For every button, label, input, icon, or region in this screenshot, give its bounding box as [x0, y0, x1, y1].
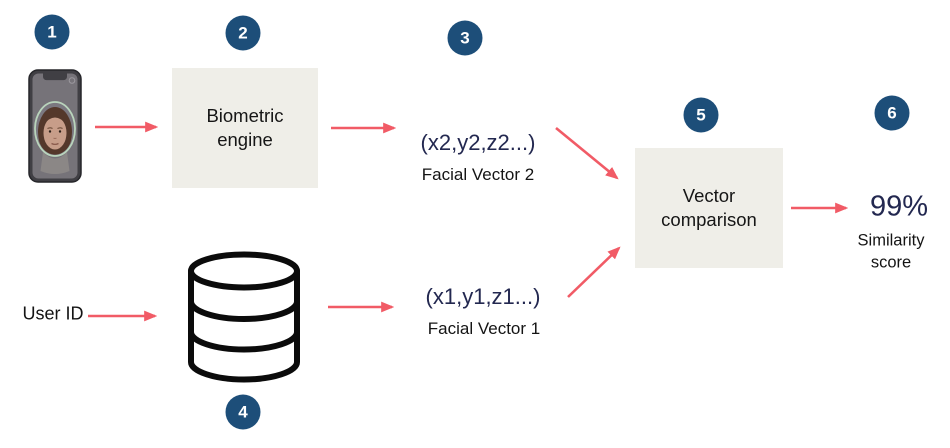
database-icon [183, 249, 305, 386]
facial-vector-2-value: (x2,y2,z2...) [420, 130, 536, 155]
facial-vector-1-label: Facial Vector 1 [427, 319, 541, 338]
facial-vector-1-value: (x1,y1,z1...) [425, 284, 541, 309]
vector-comparison-node: Vector comparison [635, 148, 783, 268]
phone-face-scan-icon [28, 69, 82, 183]
step-badge-2: 2 [225, 15, 261, 51]
step-badge-3: 3 [447, 20, 483, 56]
user-id-label: User ID [22, 303, 84, 324]
step-badge-5: 5 [683, 97, 719, 133]
facial-vector-2-label: Facial Vector 2 [421, 165, 535, 184]
similarity-score-value: 99% [869, 190, 929, 223]
arrow-vector2-to-comparison [555, 126, 619, 180]
arrow-vector1-to-comparison [567, 246, 621, 298]
biometric-engine-node: Biometric engine [172, 68, 318, 188]
biometric-engine-label: Biometric engine [206, 104, 284, 150]
step-badge-4: 4 [225, 394, 261, 430]
similarity-score-label: Similarity score [857, 231, 925, 272]
vector-comparison-label: Vector comparison [661, 184, 757, 230]
step-badge-6: 6 [874, 95, 910, 131]
step-badge-1: 1 [34, 14, 70, 50]
